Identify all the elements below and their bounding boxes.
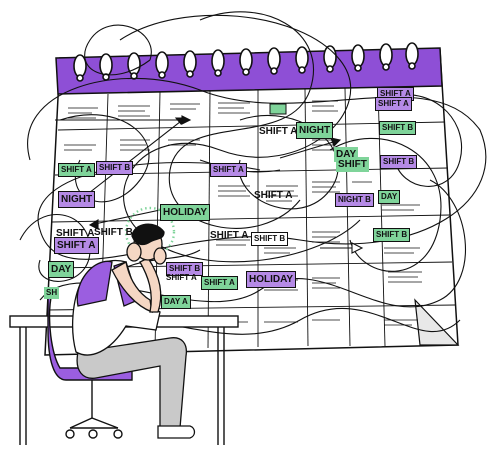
- label-shift-a-2: SHIFT A: [375, 97, 412, 111]
- label-shift-a-3: SHIFT A: [259, 126, 298, 137]
- label-holiday-1: HOLIDAY: [160, 204, 211, 221]
- label-shift-b-3: SHIFT B: [96, 161, 134, 175]
- label-shift-b-4: SHIFT B: [94, 227, 133, 238]
- label-shift-a-5: SHIFT A: [210, 163, 247, 177]
- label-shift-a-11: SHIFT A: [201, 276, 238, 290]
- label-shift-b-6: SHIFT B: [373, 228, 411, 242]
- label-night-1: NIGHT: [296, 122, 334, 139]
- label-shift-1: SHIFT: [336, 157, 369, 172]
- label-holiday-2: HOLIDAY: [246, 271, 297, 288]
- label-day-a: DAY A: [161, 295, 191, 309]
- label-shift-b-2: SHIFT B: [380, 155, 418, 169]
- label-shift-a-4: SHIFT A: [58, 163, 95, 177]
- binder-rings: [73, 42, 419, 82]
- label-night-b: NIGHT B: [335, 193, 374, 207]
- label-shift-a-7: SHIFT A: [210, 230, 249, 241]
- label-shift-a-9: SHIFT A: [54, 237, 99, 254]
- label-sh: SH: [44, 287, 60, 299]
- label-shift-b-1: SHIFT B: [379, 121, 417, 135]
- label-shift-a-8: SHIFT A: [56, 228, 95, 239]
- label-shift-b-5: SHIFT B: [251, 232, 289, 246]
- green-marker: [269, 103, 287, 115]
- label-shift-a-10: SHIFT A: [166, 273, 197, 282]
- label-day-3: DAY: [48, 261, 75, 278]
- label-night-2: NIGHT: [58, 191, 96, 208]
- label-shift-a-6: SHIFT A: [254, 190, 293, 201]
- label-shift-b-7: SHIFT B: [166, 262, 204, 276]
- stressed-person: [72, 223, 196, 439]
- label-day-2: DAY: [378, 190, 401, 204]
